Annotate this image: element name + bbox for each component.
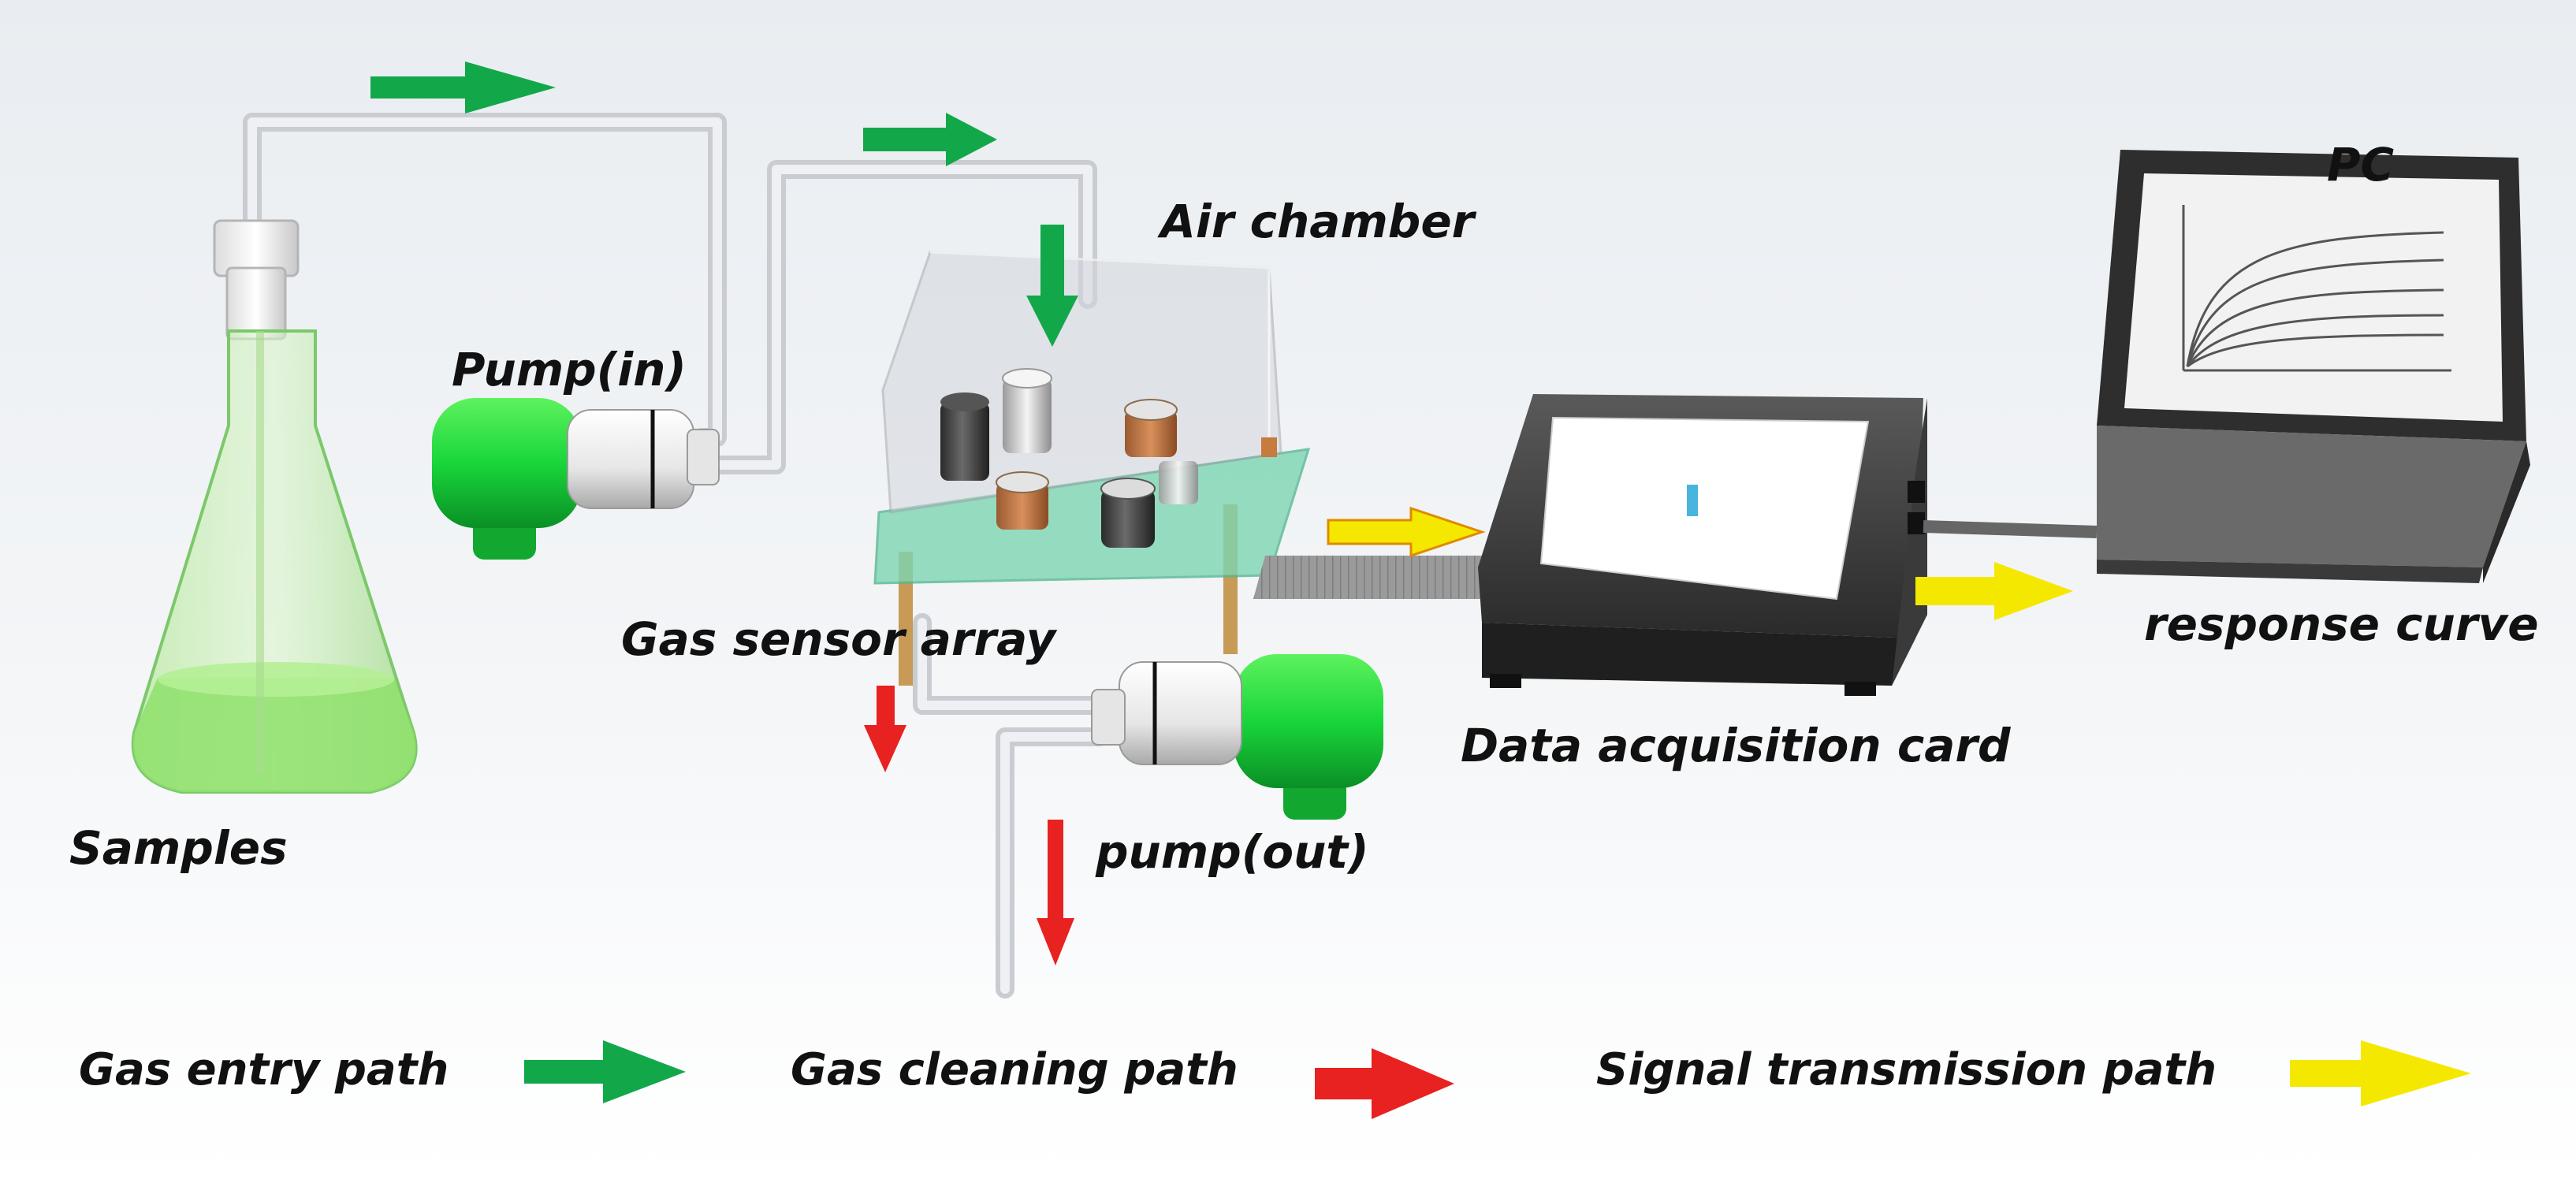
legend-arrow-gas-cleaning (1315, 1048, 1454, 1119)
label-samples: Samples (69, 821, 288, 875)
pump-in (432, 398, 720, 560)
data-acquisition-card (1478, 394, 1927, 696)
label-response-curve: response curve (2144, 597, 2539, 651)
gas-entry-arrow (1026, 225, 1078, 347)
response-curve-plot (2182, 205, 2451, 372)
label-pump-in: Pump(in) (452, 343, 687, 396)
sample-flask (131, 219, 418, 794)
pc-laptop (2097, 150, 2530, 583)
usb-cable (1923, 520, 2098, 538)
pump-out (1091, 654, 1383, 820)
legend-arrows (524, 1040, 2471, 1119)
label-data-acquisition-card: Data acquisition card (1461, 719, 2011, 772)
label-air-chamber: Air chamber (1160, 195, 1475, 248)
legend-arrow-signal (2290, 1040, 2471, 1106)
gas-cleaning-arrow (1037, 820, 1074, 965)
ribbon-cable (1253, 556, 1486, 599)
gas-entry-arrow (370, 61, 556, 113)
label-gas-sensor-array: Gas sensor array (621, 612, 1056, 666)
label-pump-out: pump(out) (1096, 825, 1369, 879)
legend-label-gas-entry: Gas entry path (79, 1044, 449, 1095)
gas-cleaning-arrow (864, 686, 906, 772)
signal-arrow (1327, 506, 1486, 558)
label-pc: PC (2327, 138, 2395, 192)
legend-arrow-gas-entry (524, 1040, 686, 1103)
legend-label-signal: Signal transmission path (1596, 1044, 2217, 1095)
flow-arrows (370, 61, 2073, 965)
signal-arrow (1915, 562, 2073, 620)
gas-entry-arrow (863, 113, 997, 166)
sensor-array (940, 368, 1277, 548)
legend-label-gas-cleaning: Gas cleaning path (791, 1044, 1238, 1095)
